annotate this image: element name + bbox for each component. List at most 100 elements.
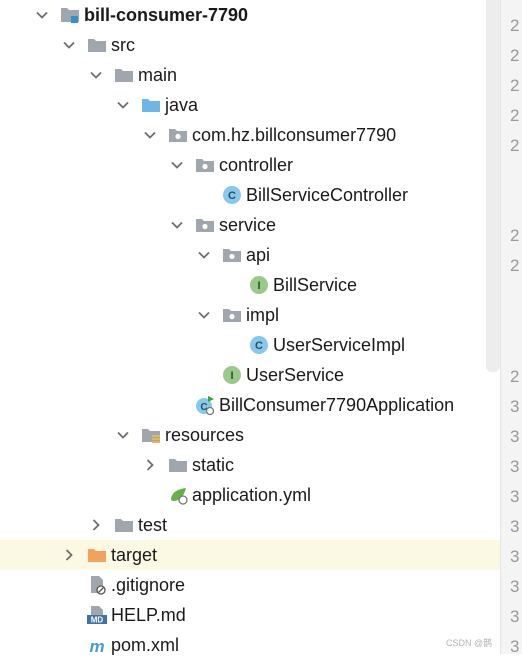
- tree-row[interactable]: main: [0, 60, 500, 90]
- tree-item-label: com.hz.billconsumer7790: [192, 125, 397, 145]
- tree-row[interactable]: java: [0, 90, 500, 120]
- markdown-file-icon: MD: [87, 605, 107, 625]
- tree-row[interactable]: impl: [0, 300, 500, 330]
- chevron-down-icon[interactable]: [169, 157, 185, 173]
- tree-row[interactable]: test: [0, 510, 500, 540]
- line-number: 3: [510, 397, 520, 416]
- tree-row[interactable]: .gitignore: [0, 570, 500, 600]
- line-number: 2: [510, 16, 520, 35]
- line-number: 2: [510, 226, 520, 245]
- chevron-down-icon[interactable]: [61, 37, 77, 53]
- chevron-down-icon[interactable]: [115, 427, 131, 443]
- tree-row[interactable]: src: [0, 30, 500, 60]
- line-number: 3: [510, 487, 520, 506]
- interface-icon: I: [222, 365, 242, 385]
- tree-item-label: resources: [165, 425, 245, 445]
- tree-item-label: impl: [246, 305, 280, 325]
- tree-row[interactable]: C UserServiceImpl: [0, 330, 500, 360]
- package-icon: [222, 305, 242, 325]
- watermark: CSDN @鹊: [446, 638, 493, 648]
- module-folder-icon: [60, 5, 80, 25]
- tree-row[interactable]: api: [0, 240, 500, 270]
- svg-text:I: I: [230, 370, 233, 382]
- tree-item-label: static: [192, 455, 235, 475]
- line-number: 2: [510, 367, 520, 386]
- vertical-scrollbar[interactable]: [486, 0, 500, 372]
- tree-item-label: .gitignore: [111, 575, 186, 595]
- tree-item-label: BillServiceController: [246, 185, 409, 205]
- tree-item-label: service: [219, 215, 277, 235]
- class-icon: C: [222, 185, 242, 205]
- maven-file-icon: m: [87, 635, 107, 655]
- editor-gutter: 2 2 2 2 2 2 2 2 3 3 3 3 3 3 3 3 3: [500, 0, 522, 656]
- chevron-down-icon[interactable]: [196, 247, 212, 263]
- folder-icon: [168, 455, 188, 475]
- tree-row[interactable]: com.hz.billconsumer7790: [0, 120, 500, 150]
- folder-icon: [114, 65, 134, 85]
- svg-text:MD: MD: [91, 616, 104, 625]
- line-number: 3: [510, 457, 520, 476]
- tree-item-label: src: [111, 35, 135, 55]
- tree-row[interactable]: static: [0, 450, 500, 480]
- chevron-right-icon[interactable]: [142, 457, 158, 473]
- svg-text:I: I: [257, 280, 260, 292]
- line-number: 2: [510, 76, 520, 95]
- tree-item-label: controller: [219, 155, 294, 175]
- chevron-down-icon[interactable]: [196, 307, 212, 323]
- tree-row[interactable]: target: [0, 540, 500, 570]
- line-number: 2: [510, 46, 520, 65]
- chevron-down-icon[interactable]: [115, 97, 131, 113]
- tree-row[interactable]: I UserService: [0, 360, 500, 390]
- interface-icon: I: [249, 275, 269, 295]
- line-number: 3: [510, 427, 520, 446]
- svg-text:C: C: [228, 190, 236, 202]
- package-icon: [168, 125, 188, 145]
- line-number: 3: [510, 607, 520, 626]
- tree-item-label: UserServiceImpl: [273, 335, 406, 355]
- package-icon: [195, 155, 215, 175]
- chevron-right-icon[interactable]: [88, 517, 104, 533]
- tree-row[interactable]: application.yml: [0, 480, 500, 510]
- line-number: 3: [510, 547, 520, 566]
- tree-row[interactable]: service: [0, 210, 500, 240]
- line-number: 2: [510, 136, 520, 155]
- svg-text:C: C: [200, 402, 207, 413]
- spring-yml-icon: [168, 485, 188, 505]
- tree-item-label: java: [165, 95, 199, 115]
- tree-item-label: pom.xml: [111, 635, 180, 655]
- chevron-down-icon[interactable]: [169, 217, 185, 233]
- tree-item-label: main: [138, 65, 178, 85]
- chevron-down-icon[interactable]: [142, 127, 158, 143]
- tree-row[interactable]: resources: [0, 420, 500, 450]
- excluded-folder-icon: [87, 545, 107, 565]
- class-icon: C: [249, 335, 269, 355]
- line-number: 3: [510, 577, 520, 596]
- svg-text:C: C: [255, 340, 263, 352]
- tree-row[interactable]: m pom.xml: [0, 630, 500, 660]
- svg-text:m: m: [89, 637, 104, 655]
- line-number: 3: [510, 637, 520, 656]
- chevron-down-icon[interactable]: [34, 7, 50, 23]
- tree-row[interactable]: bill-consumer-7790: [0, 0, 500, 30]
- line-number: 3: [510, 517, 520, 536]
- tree-item-label: UserService: [246, 365, 345, 385]
- tree-item-label: application.yml: [192, 485, 312, 505]
- source-folder-icon: [141, 95, 161, 115]
- tree-row[interactable]: controller: [0, 150, 500, 180]
- chevron-down-icon[interactable]: [88, 67, 104, 83]
- package-icon: [222, 245, 242, 265]
- tree-item-label: test: [138, 515, 168, 535]
- tree-item-label: bill-consumer-7790: [84, 5, 249, 25]
- chevron-right-icon[interactable]: [61, 547, 77, 563]
- package-icon: [195, 215, 215, 235]
- line-number: 2: [510, 256, 520, 275]
- folder-icon: [87, 35, 107, 55]
- tree-row[interactable]: C BillServiceController: [0, 180, 500, 210]
- line-number: 2: [510, 106, 520, 125]
- ignored-file-icon: [87, 575, 107, 595]
- resources-folder-icon: [141, 425, 161, 445]
